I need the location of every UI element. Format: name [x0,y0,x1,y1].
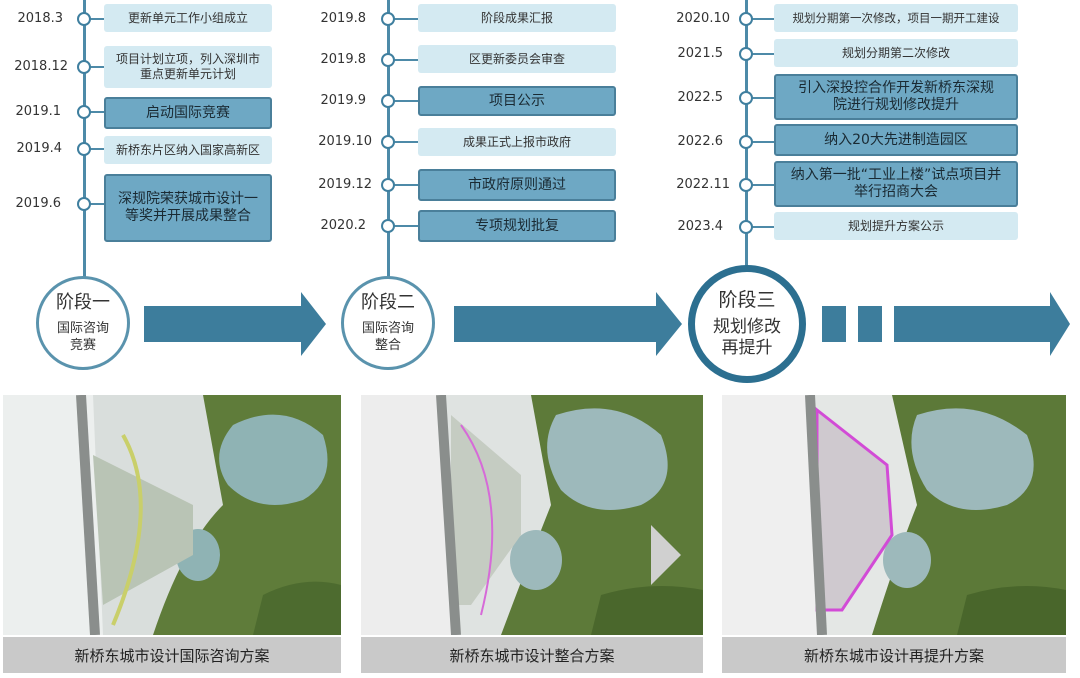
timeline-node [739,220,753,234]
timeline-node [381,53,395,67]
event-date: 2022.5 [677,90,724,105]
event-box-highlight: 市政府原则通过 [418,169,616,201]
event-box-highlight: 启动国际竞赛 [104,97,272,129]
timeline-node [381,94,395,108]
event-date: 2019.6 [15,196,62,211]
event-date: 2022.11 [676,177,730,192]
event-date: 2023.4 [677,219,724,234]
connector [389,225,419,227]
event-box-highlight: 纳入20大先进制造园区 [774,124,1018,156]
event-box: 规划分期第一次修改，项目一期开工建设 [774,4,1018,32]
event-date: 2018.12 [14,59,68,74]
timeline-node [739,135,753,149]
timeline-node [739,47,753,61]
stage-arrow [822,292,1070,356]
timeline-line [745,0,748,268]
connector [389,141,419,143]
event-box-highlight: 纳入第一批“工业上楼”试点项目并举行招商大会 [774,161,1018,207]
map-caption: 新桥东城市设计再提升方案 [722,637,1066,673]
connector [84,66,104,68]
connector [84,111,104,113]
stage-subtitle: 国际咨询整合 [361,321,414,353]
map-image [361,395,703,635]
aerial-map-graphic [722,395,1066,635]
event-box: 规划提升方案公示 [774,212,1018,240]
stage-subtitle: 国际咨询竞赛 [56,321,109,353]
event-date: 2020.10 [676,11,730,26]
stage-circle: 阶段三 规划修改再提升 [688,265,806,383]
timeline-node [381,135,395,149]
event-date: 2019.8 [320,52,367,67]
stage-circle: 阶段二 国际咨询整合 [341,276,435,370]
aerial-map-graphic [361,395,703,635]
event-box-highlight: 深规院荣获城市设计一等奖并开展成果整合 [104,174,272,242]
event-date: 2022.6 [677,134,724,149]
connector [389,100,419,102]
timeline-node [381,178,395,192]
event-box-highlight: 项目公示 [418,86,616,116]
timeline-node [381,12,395,26]
event-date: 2021.5 [677,46,724,61]
stage-arrow [144,292,326,356]
event-date: 2018.3 [17,11,64,26]
connector [747,184,775,186]
event-box: 区更新委员会审查 [418,45,616,73]
timeline-node [739,12,753,26]
event-date: 2019.10 [318,134,372,149]
timeline-node [77,105,91,119]
timeline-node [77,197,91,211]
connector [84,18,104,20]
connector [747,18,775,20]
timeline-node [77,142,91,156]
connector [747,226,775,228]
event-box-highlight: 引入深投控合作开发新桥东深规院进行规划修改提升 [774,74,1018,120]
event-box: 项目计划立项，列入深圳市重点更新单元计划 [104,46,272,88]
event-date: 2019.12 [318,177,372,192]
connector [389,18,419,20]
map-caption: 新桥东城市设计整合方案 [361,637,703,673]
connector [389,59,419,61]
stage-title: 阶段三 [718,289,776,311]
event-date: 2019.8 [320,11,367,26]
event-box: 规划分期第二次修改 [774,39,1018,67]
timeline-node [77,60,91,74]
event-box: 成果正式上报市政府 [418,128,616,156]
stage-title: 阶段一 [56,292,110,313]
event-box: 阶段成果汇报 [418,4,616,32]
timeline-node [739,91,753,105]
connector [389,184,419,186]
event-box: 新桥东片区纳入国家高新区 [104,136,272,164]
connector [84,148,104,150]
event-date: 2019.9 [320,93,367,108]
event-date: 2019.4 [16,141,63,156]
event-date: 2019.1 [15,104,62,119]
timeline-node [739,178,753,192]
map-image [3,395,341,635]
event-box: 更新单元工作小组成立 [104,4,272,32]
stage-circle: 阶段一 国际咨询竞赛 [36,276,130,370]
map-image [722,395,1066,635]
connector [747,97,775,99]
stage-title: 阶段二 [361,292,415,313]
event-date: 2020.2 [320,218,367,233]
event-box-highlight: 专项规划批复 [418,210,616,242]
connector [747,53,775,55]
stage-arrow [454,292,682,356]
timeline-node [381,219,395,233]
stage-subtitle: 规划修改再提升 [713,317,781,358]
map-caption: 新桥东城市设计国际咨询方案 [3,637,341,673]
aerial-map-graphic [3,395,341,635]
timeline-node [77,12,91,26]
connector [84,203,104,205]
connector [747,141,775,143]
